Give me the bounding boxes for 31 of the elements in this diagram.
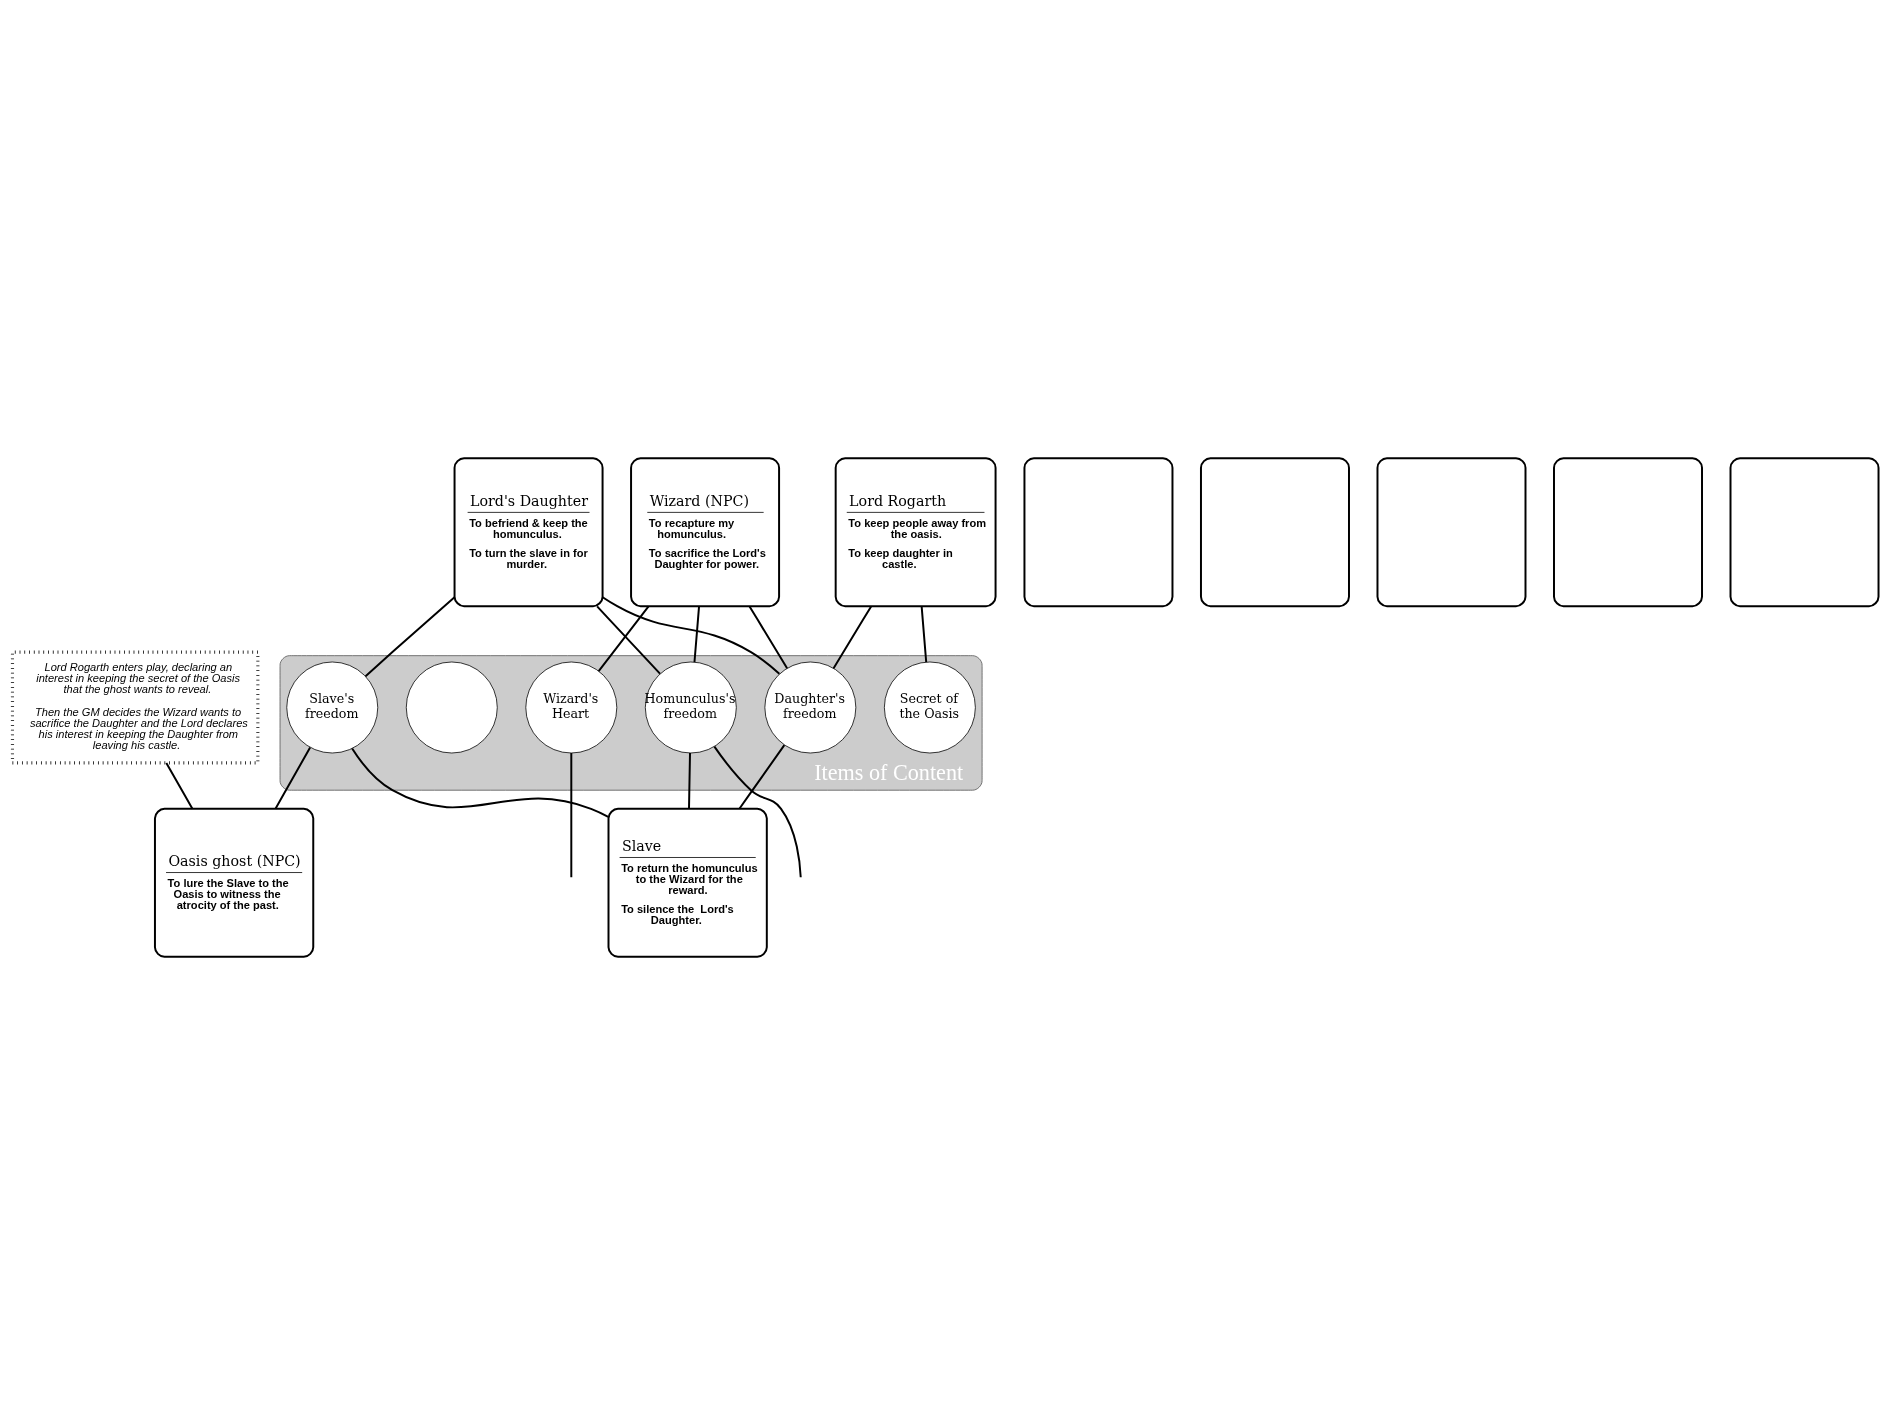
node-box: Slave To return the homunculus to the Wizard for the reward. To silence the Lord's Daughter.	[607, 807, 768, 958]
node-circle	[405, 661, 498, 754]
node-circle: Wizard's Heart	[525, 661, 618, 754]
node-circle: Homunculus's freedom	[644, 661, 737, 754]
connector	[920, 605, 928, 663]
node-box: Lord's Daughter To befriend & keep the homunculus. To turn the slave in for murder.	[453, 457, 604, 608]
connector	[738, 744, 786, 810]
connector	[570, 752, 573, 879]
connector	[596, 605, 661, 675]
node-circle: Daughter's freedom	[764, 661, 857, 754]
node-circle: Secret of the Oasis	[883, 661, 976, 754]
node-box: Wizard (NPC) To recapture my homunculus. To sacrifice the Lord's Daughter for power.	[630, 457, 781, 608]
connector	[597, 605, 650, 673]
connector	[351, 747, 610, 818]
node-scroll	[1376, 457, 1527, 608]
node-scroll	[1729, 457, 1880, 608]
node-box: Oasis ghost (NPC) To lure the Slave to the Oasis to witness the atrocity of the past.	[153, 807, 315, 958]
node-box: Lord Rogarth To keep people away from the oasis. To keep daughter in castle.	[834, 457, 997, 608]
connector	[364, 596, 456, 678]
connector	[165, 762, 194, 810]
connector	[601, 596, 781, 675]
connector	[688, 752, 691, 810]
connector	[748, 605, 789, 670]
connector	[713, 745, 802, 879]
node-circle: Slave's freedom	[286, 661, 379, 754]
node-scroll	[1023, 457, 1174, 608]
node-scroll	[1200, 457, 1350, 608]
connector	[832, 605, 873, 670]
node-scroll	[1553, 457, 1703, 608]
connector	[693, 605, 701, 663]
node-box: Lord Rogarth enters play, declaring an interest in keeping the secret of the Oasis that the ghost wants to reveal. Then the GM decides the Wizard wants to sacrifice the Daughter and the Lord declares his interest in keeping the Daughter from leaving his castle.	[10, 650, 260, 765]
